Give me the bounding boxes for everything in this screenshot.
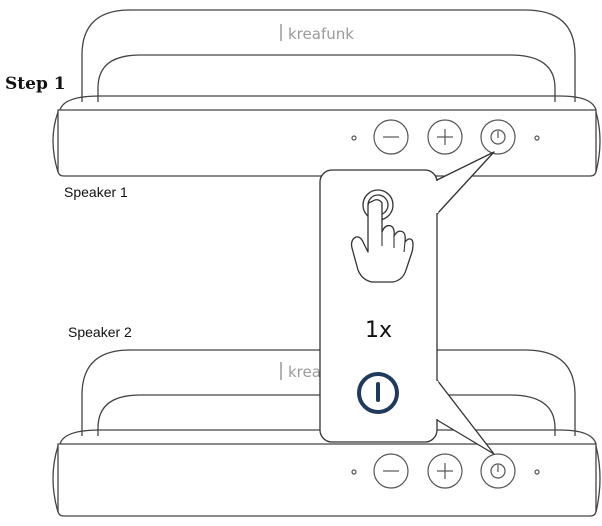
- callout-pointer-top: [436, 151, 495, 215]
- speaker-1-volume-up-button[interactable]: [427, 119, 463, 155]
- speaker-2-mode-dot-left: [351, 469, 357, 475]
- power-button-icon: [357, 372, 399, 414]
- callout: [319, 151, 495, 455]
- speaker-2-volume-up-button[interactable]: [427, 453, 463, 489]
- speaker-1-mode-dot-left: [351, 135, 357, 141]
- speaker-1: kreafunk: [52, 9, 601, 177]
- speaker-2-body: [57, 443, 597, 517]
- callout-pointer-bottom: [436, 379, 495, 455]
- speaker-1-volume-down-button[interactable]: [373, 119, 409, 155]
- speaker-1-power-button[interactable]: [480, 119, 516, 155]
- speaker-1-handle-inner: [97, 54, 556, 102]
- speaker-2-power-button[interactable]: [480, 453, 516, 489]
- speaker-1-body: [57, 109, 597, 177]
- speaker-1-handle: [81, 9, 576, 102]
- callout-panel: [319, 169, 438, 443]
- speaker-1-mode-dot-right: [534, 135, 540, 141]
- step-label: Step 1: [5, 74, 66, 94]
- speaker-1-controls: [351, 119, 540, 155]
- speaker-1-brand: kreafunk: [288, 25, 354, 43]
- speaker-2-mode-dot-right: [534, 469, 540, 475]
- speaker-1-label: Speaker 1: [64, 184, 128, 200]
- speaker-2-label: Speaker 2: [68, 324, 132, 340]
- speaker-2-controls: [351, 453, 540, 489]
- press-count-label: 1x: [364, 318, 393, 343]
- speaker-2-volume-down-button[interactable]: [373, 453, 409, 489]
